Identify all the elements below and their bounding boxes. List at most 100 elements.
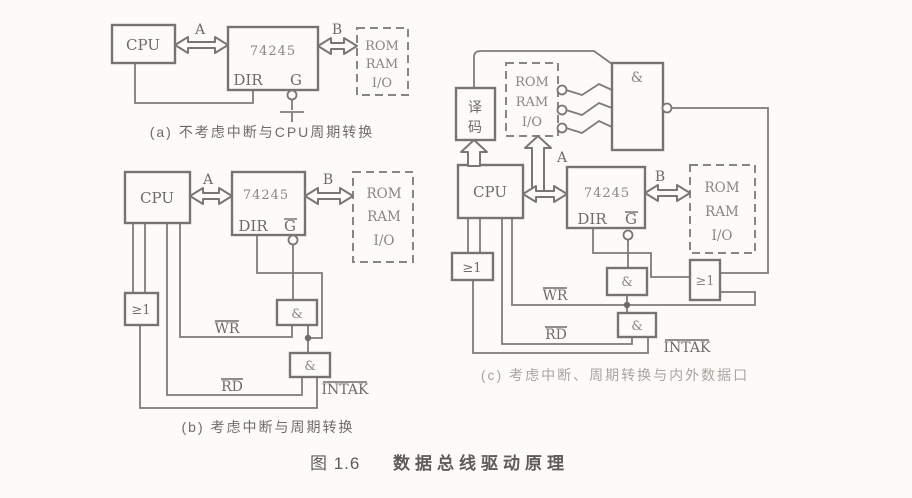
rd-label-b: RD	[221, 379, 243, 395]
caption-b: (b) 考虑中断与周期转换	[182, 419, 355, 435]
or-right-label-c: ≥1	[695, 274, 714, 289]
or-gate-box-b	[123, 291, 160, 327]
intak-label-c: INTAK	[664, 340, 711, 356]
rd-label-c: RD	[545, 327, 567, 343]
and1-gate-label-c: &	[621, 275, 633, 290]
diagram-a: CPU 74245 DIR G A B ROM RAM I/O (a) 不考虑中…	[110, 22, 409, 140]
wire-intak-b	[139, 325, 318, 409]
figure-number: 图 1.6	[310, 454, 360, 473]
bus-a-arrow-b	[189, 187, 233, 205]
chip-label-b: 74245	[243, 188, 289, 203]
and2-gate-label-b: &	[304, 359, 316, 374]
chip-74245-box-a	[226, 25, 320, 92]
cpu-label-a: CPU	[126, 36, 160, 54]
wire-cpu-dir-a	[134, 63, 254, 104]
wr-label-b: WR	[215, 321, 240, 337]
bus-b-arrow-a	[317, 37, 358, 55]
and1-gate-box-c	[605, 266, 649, 297]
g-enable-bubble-icon-b	[287, 234, 299, 246]
chip-label-a: 74245	[250, 44, 296, 59]
mem-rom-label-a: ROM	[365, 39, 399, 54]
extmem-rom-label-c: ROM	[704, 180, 739, 196]
extmem-ram-label-c: RAM	[705, 204, 739, 220]
wire-rd-c	[501, 218, 633, 345]
bus-a-arrow-a	[174, 36, 229, 54]
and2-gate-label-c: &	[631, 319, 643, 334]
wire-wr-b	[179, 223, 293, 338]
figure-caption: 图 1.6 数据总线驱动原理	[310, 453, 564, 473]
bus-b-arrow-c	[644, 184, 691, 202]
cpu-box-c	[456, 163, 525, 220]
junction-dot-c	[623, 301, 631, 309]
wire-mem-sel2-c	[565, 101, 613, 116]
mem-io-label-b: I/O	[374, 233, 395, 249]
bigand-output-bubble-icon-c	[661, 102, 673, 114]
mem-rom-label-b: ROM	[366, 186, 401, 202]
bus-b-label-a: B	[332, 22, 342, 38]
g-pin-label-c: G	[625, 210, 637, 228]
wire-bigand-orright-c	[671, 107, 769, 274]
dir-pin-label-a: DIR	[233, 71, 263, 89]
mem-sel1-bubble-icon-c	[556, 84, 568, 96]
chip-74245-box-c	[565, 165, 647, 230]
or-left-label-c: ≥1	[462, 261, 481, 276]
chip-label-c: 74245	[584, 186, 630, 201]
decoder-box-c	[454, 86, 497, 142]
diagram-b: CPU 74245 DIR G A B ROM RAM I/O ≥1 & & W…	[123, 170, 414, 435]
wire-mem-sel1-c	[565, 82, 613, 96]
caption-a: (a) 不考虑中断与CPU周期转换	[150, 124, 375, 140]
cpu-label-c: CPU	[473, 183, 507, 201]
bus-b-label-c: B	[655, 169, 665, 185]
intmem-io-label-c: I/O	[522, 115, 542, 130]
mem-io-label-a: I/O	[372, 76, 392, 91]
g-pin-label-b: G	[284, 217, 296, 235]
wr-label-c: WR	[543, 288, 568, 304]
big-and-label-c: &	[631, 70, 643, 86]
wire-wr-c	[511, 218, 756, 306]
cpu-box-b	[123, 170, 192, 225]
and1-gate-box-b	[275, 298, 319, 327]
g-pin-label-a: G	[290, 71, 302, 89]
and1-gate-label-b: &	[291, 307, 303, 322]
ground-icon	[280, 111, 304, 122]
bus-a-label-c: A	[556, 150, 568, 166]
internal-memory-box-c	[505, 62, 559, 137]
wire-intak-c	[472, 280, 649, 354]
and2-gate-box-b	[288, 351, 332, 379]
wire-mem-sel3-c	[565, 119, 613, 134]
and2-gate-box-c	[616, 311, 658, 339]
intmem-ram-label-c: RAM	[516, 95, 549, 110]
bus-decoder-arrow-c	[460, 139, 488, 167]
mem-sel2-bubble-icon-c	[556, 104, 568, 116]
mem-sel3-bubble-icon-c	[556, 122, 568, 134]
wire-dir-b	[256, 235, 323, 339]
external-memory-box-c	[689, 164, 756, 254]
dir-pin-label-b: DIR	[238, 217, 268, 235]
decoder-label-bottom-c: 码	[468, 119, 482, 135]
extmem-io-label-c: I/O	[712, 228, 733, 244]
bus-a-label-b: A	[202, 172, 214, 188]
intmem-rom-label-c: ROM	[515, 75, 549, 90]
wire-rd-b	[166, 223, 303, 396]
intak-label-b: INTAK	[322, 382, 369, 398]
g-enable-bubble-icon-c	[622, 229, 634, 241]
caption-c: (c) 考虑中断、周期转换与内外数据口	[481, 367, 749, 383]
or-left-box-c	[450, 251, 495, 282]
decoder-label-top-c: 译	[468, 99, 482, 115]
memory-box-b	[352, 171, 414, 263]
mem-ram-label-b: RAM	[367, 209, 401, 225]
bus-intmem-arrow-c	[524, 135, 552, 192]
cpu-label-b: CPU	[140, 189, 174, 207]
junction-dot-b	[304, 334, 312, 342]
bus-b-label-b: B	[323, 172, 333, 188]
g-enable-bubble-icon-a	[286, 89, 298, 101]
mem-ram-label-a: RAM	[366, 57, 399, 72]
wire-dir-orright-c	[592, 228, 690, 278]
dir-pin-label-c: DIR	[577, 210, 607, 228]
wire-decoder-bigand-c	[473, 50, 613, 88]
bus-a-arrow-c	[522, 185, 568, 203]
bus-b-arrow-b	[304, 187, 354, 205]
or-gate-label-b: ≥1	[131, 303, 150, 318]
